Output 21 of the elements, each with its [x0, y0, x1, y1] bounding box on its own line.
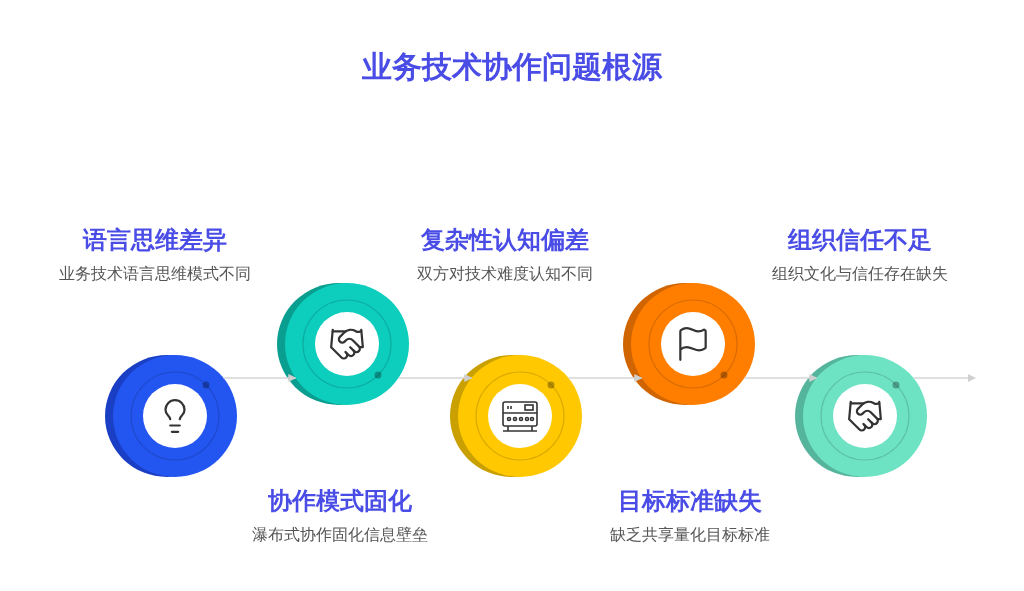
heading: 协作模式固化	[268, 486, 412, 517]
description: 双方对技术难度认知不同	[417, 263, 593, 285]
description: 组织文化与信任存在缺失	[772, 263, 948, 285]
heading: 目标标准缺失	[618, 486, 762, 517]
arrow	[397, 374, 473, 382]
title: 业务技术协作问题根源	[362, 48, 662, 86]
description: 缺乏共享量化目标标准	[610, 524, 770, 546]
description: 瀑布式协作固化信息壁垒	[252, 524, 428, 546]
arrow	[567, 374, 643, 382]
heading: 语言思维差异	[83, 225, 227, 256]
circle-node	[795, 355, 927, 477]
circle-node	[277, 283, 409, 405]
circle-node	[450, 355, 582, 477]
arrow	[912, 374, 976, 382]
heading: 组织信任不足	[788, 225, 932, 256]
heading: 复杂性认知偏差	[421, 225, 589, 256]
circle-node	[623, 283, 755, 405]
arrow	[743, 374, 818, 382]
circle-node	[105, 355, 237, 477]
arrow	[222, 374, 297, 382]
description: 业务技术语言思维模式不同	[59, 263, 251, 285]
